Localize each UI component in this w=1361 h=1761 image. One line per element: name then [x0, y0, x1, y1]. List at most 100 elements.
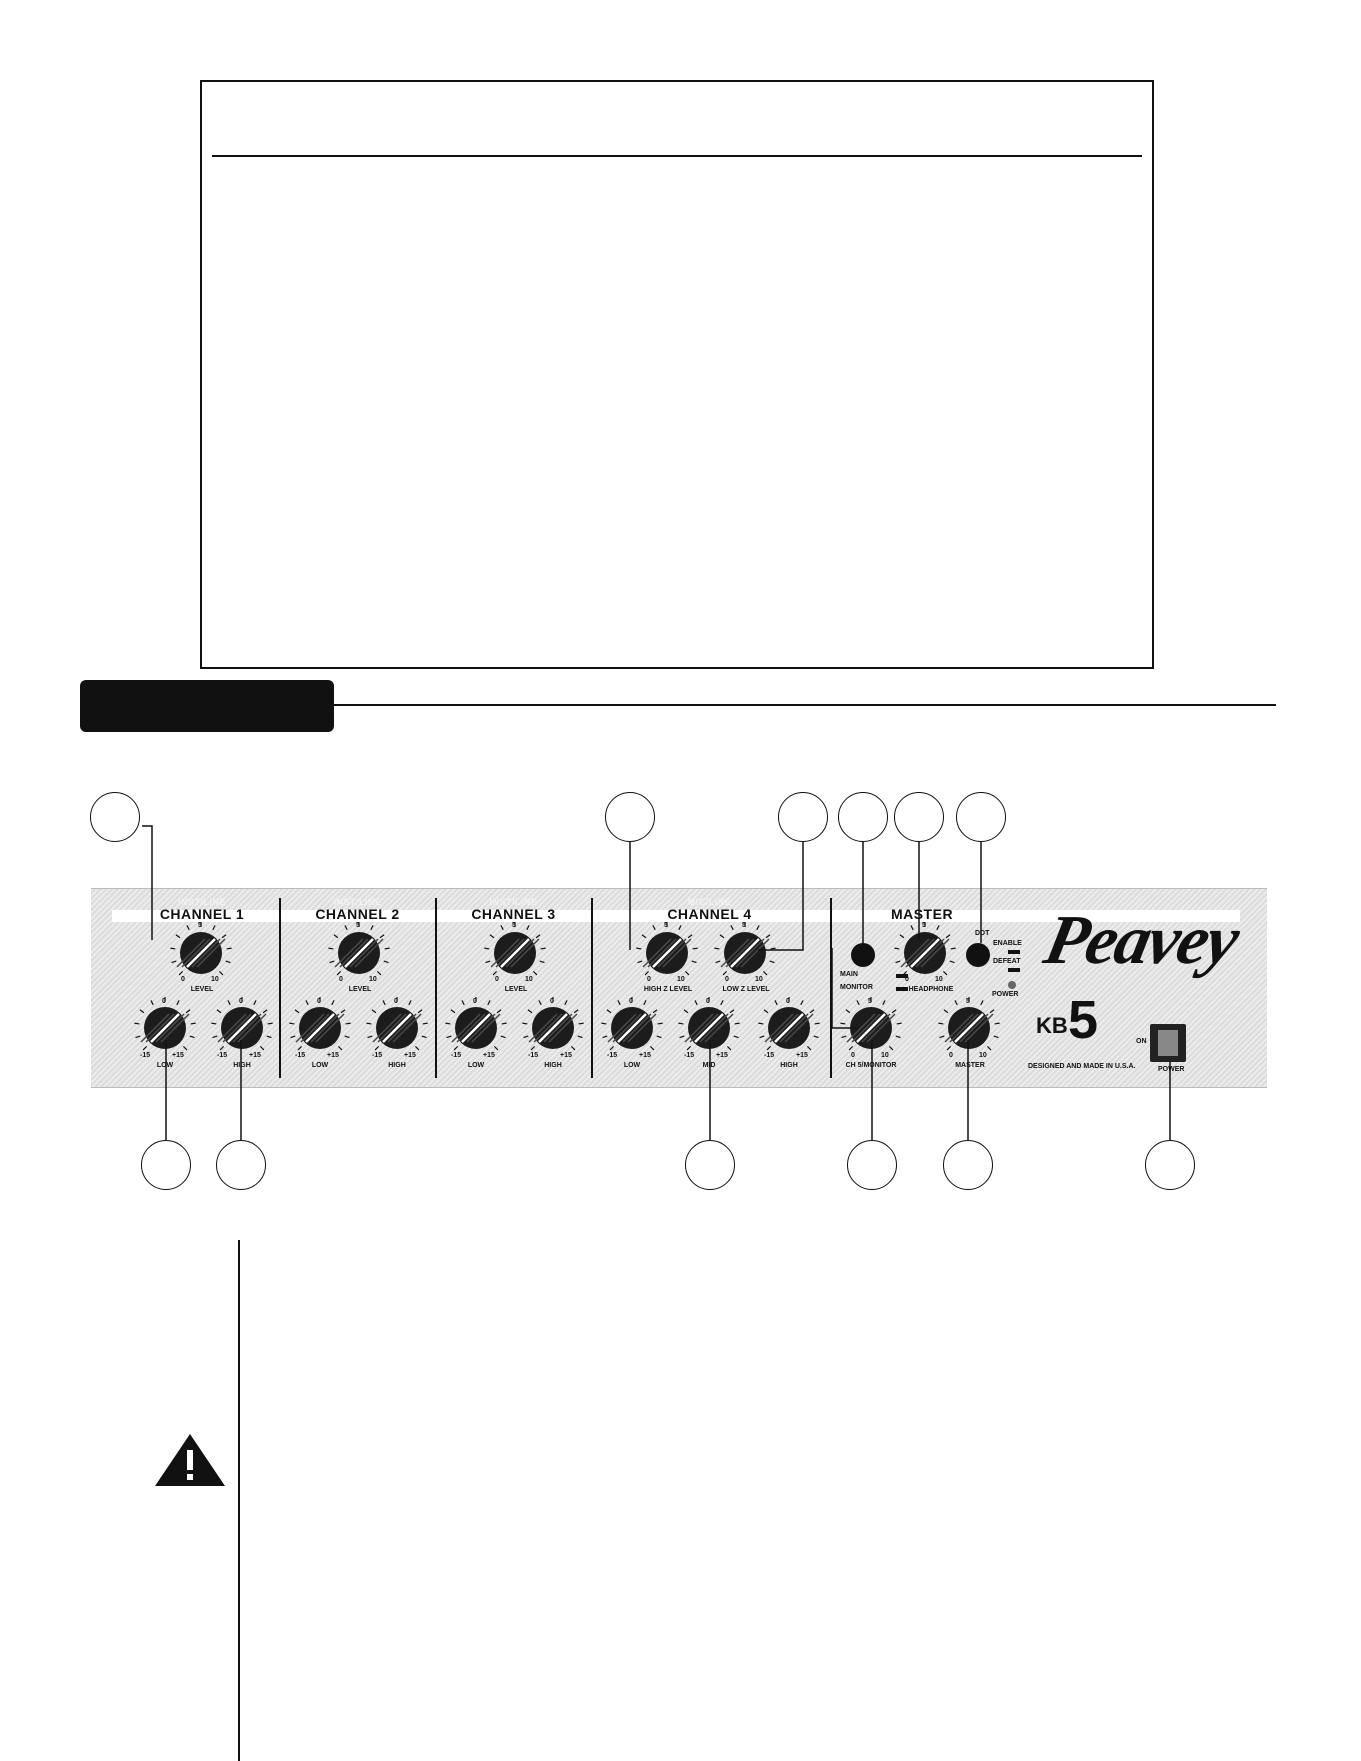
defeat-indicator [1008, 968, 1020, 972]
ch4-low-knob[interactable] [601, 997, 663, 1051]
ch4-high-label: HIGH [780, 1062, 798, 1069]
main-label: MAIN [840, 971, 858, 978]
headphone-knob[interactable] [894, 922, 956, 976]
ch4-low-z-label: LOW Z LEVEL [722, 986, 770, 993]
scale-zero: 0 [629, 998, 633, 1005]
ch4-low-z-knob[interactable] [714, 922, 776, 976]
headphone-label: HEADPHONE [908, 986, 954, 993]
main-monitor-button[interactable] [851, 943, 875, 967]
ch5-monitor-knob[interactable] [840, 997, 902, 1051]
ch3-level-knob[interactable] [484, 922, 546, 976]
section-header-rule [334, 704, 1276, 706]
channel-3-type: INST/LINE [489, 897, 538, 907]
main-indicator [896, 974, 908, 978]
section-divider [591, 898, 593, 1078]
ch3-high-label: HIGH [544, 1062, 562, 1069]
enable-indicator [1008, 950, 1020, 954]
scale-minus15: -15 [684, 1052, 695, 1059]
ch1-high-label: HIGH [233, 1062, 251, 1069]
scale-plus15: +15 [404, 1052, 416, 1059]
channel-4-type: MIC/LINE [687, 897, 732, 907]
scale-five: 5 [742, 922, 746, 929]
enable-label: ENABLE [993, 940, 1022, 947]
callout-3 [778, 792, 828, 842]
scale-zero: 0 [317, 998, 321, 1005]
scale-five: 5 [356, 922, 360, 929]
scale-five: 5 [868, 998, 872, 1005]
scale-ten: 10 [979, 1052, 987, 1059]
scale-minus15: -15 [764, 1052, 775, 1059]
master-knob-label: MASTER [955, 1062, 985, 1069]
tagline: DESIGNED AND MADE IN U.S.A. [1028, 1063, 1136, 1070]
warning-triangle-icon [155, 1434, 225, 1486]
scale-ten: 10 [935, 976, 943, 983]
scale-minus15: -15 [607, 1052, 618, 1059]
scale-minus15: -15 [217, 1052, 228, 1059]
ch1-level-label: LEVEL [190, 986, 214, 993]
scale-zero: 0 [495, 976, 499, 983]
monitor-indicator [896, 987, 908, 991]
ddt-button[interactable] [966, 943, 990, 967]
scale-ten: 10 [881, 1052, 889, 1059]
scale-zero: 0 [181, 976, 185, 983]
scale-five: 5 [664, 922, 668, 929]
ch3-level-label: LEVEL [504, 986, 528, 993]
ch2-low-knob[interactable] [289, 997, 351, 1051]
power-switch-rocker [1158, 1030, 1178, 1056]
ch1-low-label: LOW [156, 1062, 174, 1069]
model-number: 5 [1068, 990, 1099, 1050]
ch2-low-label: LOW [311, 1062, 329, 1069]
scale-five: 5 [198, 922, 202, 929]
ch2-level-label: LEVEL [348, 986, 372, 993]
ch4-high-knob[interactable] [758, 997, 820, 1051]
ch1-high-knob[interactable] [211, 997, 273, 1051]
ch1-level-knob[interactable] [170, 922, 232, 976]
scale-plus15: +15 [249, 1052, 261, 1059]
scale-minus15: -15 [528, 1052, 539, 1059]
scale-zero: 0 [239, 998, 243, 1005]
ch3-low-label: LOW [467, 1062, 485, 1069]
model-letters: KB [1036, 1013, 1068, 1038]
scale-zero: 0 [550, 998, 554, 1005]
section-divider [279, 898, 281, 1078]
scale-zero: 0 [162, 998, 166, 1005]
scale-minus15: -15 [372, 1052, 383, 1059]
scale-plus15: +15 [639, 1052, 651, 1059]
master-knob[interactable] [938, 997, 1000, 1051]
ch2-level-knob[interactable] [328, 922, 390, 976]
callout-6 [956, 792, 1006, 842]
ch4-mid-label: MID [702, 1062, 716, 1069]
section-divider [435, 898, 437, 1078]
panel-header-bar [112, 910, 1240, 922]
ch5-monitor-label: CH 5/MONITOR [845, 1062, 897, 1069]
ch4-mid-knob[interactable] [678, 997, 740, 1051]
on-label: ON [1136, 1038, 1147, 1045]
channel-2-type: INST/LINE [333, 897, 382, 907]
callout-5 [894, 792, 944, 842]
callout-2 [605, 792, 655, 842]
scale-zero: 0 [786, 998, 790, 1005]
scale-plus15: +15 [716, 1052, 728, 1059]
callout-10 [847, 1140, 897, 1190]
power-led [1008, 981, 1016, 989]
scale-plus15: +15 [483, 1052, 495, 1059]
scale-minus15: -15 [295, 1052, 306, 1059]
ch2-high-knob[interactable] [366, 997, 428, 1051]
callout-12 [1145, 1140, 1195, 1190]
ch4-high-z-knob[interactable] [636, 922, 698, 976]
ch4-low-label: LOW [623, 1062, 641, 1069]
scale-five: 5 [966, 998, 970, 1005]
channel-1-type: INST/LINE [177, 897, 226, 907]
top-box-rule [212, 155, 1142, 157]
ch1-low-knob[interactable] [134, 997, 196, 1051]
section-divider [830, 898, 832, 1078]
callout-11 [943, 1140, 993, 1190]
scale-zero: 0 [706, 998, 710, 1005]
ch3-high-knob[interactable] [522, 997, 584, 1051]
scale-ten: 10 [755, 976, 763, 983]
callout-leaders [142, 825, 1171, 1140]
ch3-low-knob[interactable] [445, 997, 507, 1051]
callout-1 [90, 792, 140, 842]
scale-zero: 0 [339, 976, 343, 983]
scale-minus15: -15 [140, 1052, 151, 1059]
